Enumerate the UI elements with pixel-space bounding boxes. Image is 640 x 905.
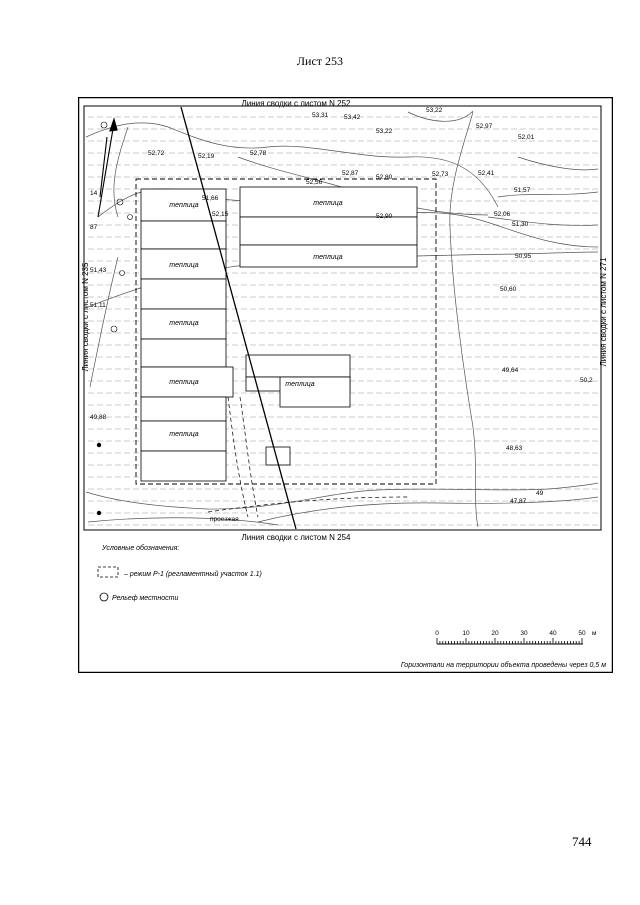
legend-zone-swatch — [97, 566, 119, 578]
elevation-mark: 53,31 — [312, 112, 329, 119]
elevation-mark: 47,87 — [510, 498, 527, 505]
legend-relief-label: Рельеф местности — [112, 595, 179, 602]
relief-marks — [100, 121, 133, 333]
elevation-mark: 52,56 — [306, 179, 323, 186]
building-label: теплица — [313, 254, 342, 261]
sheet-title: Лист 253 — [296, 54, 344, 68]
zone-boundary — [135, 178, 437, 485]
elevation-mark: 52,97 — [476, 123, 493, 130]
edge-label-left: Линия сводки с листом N 235 — [81, 262, 90, 371]
footer-note: Горизонтали на территории объекта провед… — [401, 661, 606, 669]
edge-label-top: Линия сводки с листом N 252 — [242, 99, 351, 108]
north-arrow-icon — [97, 117, 118, 218]
elevation-mark: 53,22 — [376, 128, 393, 135]
elevation-mark: 52,06 — [494, 211, 511, 218]
building-label: теплица — [169, 379, 198, 386]
road-label: проезжая — [210, 516, 239, 523]
scale-tick-label: 30 — [520, 630, 528, 637]
buildings — [140, 186, 418, 482]
building-label: теплица — [169, 202, 198, 209]
elevation-mark: 50,2 — [580, 377, 593, 384]
elevation-mark: 52,19 — [198, 153, 215, 160]
sheet-cut-line — [180, 106, 297, 530]
scale-tick-label: 0 — [435, 630, 439, 637]
elevation-mark: 50,60 — [500, 286, 517, 293]
scale-tick-label: 40 — [549, 630, 557, 637]
elevation-mark: 49,64 — [502, 367, 519, 374]
scale-bar: 0 10 20 30 40 50 м — [435, 630, 597, 645]
scale-tick-label: 50 — [578, 630, 586, 637]
elevation-mark: 52,87 — [342, 170, 359, 177]
elevation-mark: 51,11 — [90, 302, 106, 309]
building-labels: теплица теплица теплица теплица теплица … — [169, 200, 342, 438]
contour-label: 49 — [536, 490, 544, 497]
contour-label: 14 — [90, 190, 98, 197]
elevation-mark: 52,15 — [212, 211, 229, 218]
elevation-mark: 52,01 — [518, 134, 535, 141]
edge-label-right: Линия сводки с листом N 271 — [599, 257, 608, 366]
elevation-mark: 52,41 — [478, 170, 495, 177]
legend-title: Условные обозначения: — [101, 544, 179, 552]
building-label: теплица — [169, 431, 198, 438]
elevation-mark: 52,73 — [432, 171, 449, 178]
scale-tick-label: 20 — [491, 630, 499, 637]
legend-relief-icon — [99, 592, 109, 602]
contour-label: 87 — [90, 224, 98, 231]
map-sheet: Линия сводки с листом N 252 Линия сводки… — [78, 97, 613, 673]
outer-frame — [78, 97, 613, 673]
road-edges — [207, 396, 409, 518]
elevation-mark: 53,22 — [426, 107, 443, 114]
scale-unit: м — [592, 630, 597, 637]
building-label: теплица — [313, 200, 342, 207]
elevation-mark: 50,95 — [515, 253, 532, 260]
elevation-mark: 51,30 — [512, 221, 529, 228]
edge-label-bottom: Линия сводки с листом N 254 — [242, 533, 351, 542]
legend-zone-label: – режим Р-1 (регламентный участок 1.1) — [123, 570, 262, 578]
elevation-mark: 51,66 — [202, 195, 219, 202]
map-area-border — [83, 105, 602, 531]
building-label: теплица — [285, 381, 314, 388]
elevation-mark: 51,43 — [90, 267, 107, 274]
elevation-mark: 51,57 — [514, 187, 531, 194]
elevation-mark: 52,90 — [376, 213, 393, 220]
building-label: теплица — [169, 320, 198, 327]
elevation-mark: 48,63 — [506, 445, 523, 452]
elevation-mark: 52,80 — [376, 174, 393, 181]
survey-points — [96, 442, 102, 516]
elevation-mark: 52,72 — [148, 150, 165, 157]
elevation-mark: 53,42 — [344, 114, 361, 121]
building-label: теплица — [169, 262, 198, 269]
page-number: 744 — [572, 834, 592, 849]
scale-tick-label: 10 — [462, 630, 470, 637]
elevation-marks: 53,31 53,42 53,22 52,97 52,72 52,19 52,7… — [90, 107, 593, 523]
elevation-mark: 49,88 — [90, 414, 107, 421]
elevation-mark: 52,78 — [250, 150, 267, 157]
